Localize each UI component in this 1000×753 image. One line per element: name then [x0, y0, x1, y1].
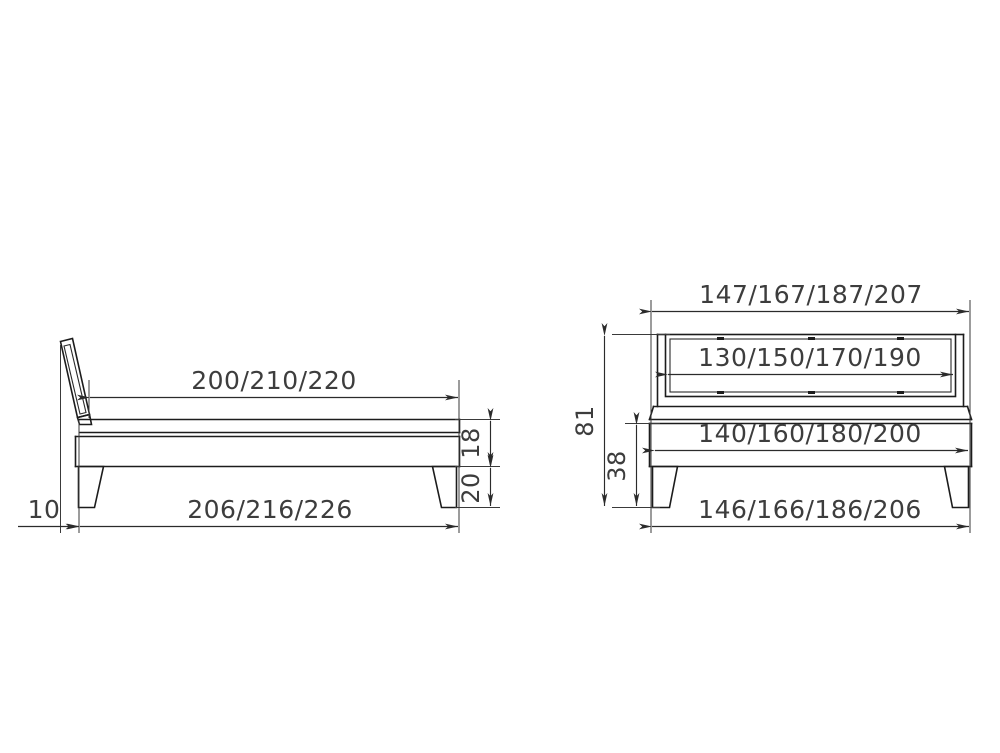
- dim-label-mattress-width: 140/160/180/200: [698, 419, 922, 448]
- front-extension-lines: [612, 300, 971, 533]
- dim-side-overhang: 10: [18, 495, 79, 530]
- front-right-leg: [943, 465, 970, 509]
- front-headboard-panel: [664, 333, 957, 398]
- dim-label-overhang: 10: [28, 495, 61, 524]
- side-elevation-view: 200/210/220 206/216/226 10 18 20: [18, 337, 500, 533]
- dim-label-mattress-length: 200/210/220: [191, 366, 357, 395]
- dim-label-headboard-inner-width: 130/150/170/190: [698, 343, 922, 372]
- front-main-rail: [648, 422, 973, 468]
- dim-front-frame-height: 38: [603, 412, 640, 506]
- dim-front-headboard-inner-width: 130/150/170/190: [655, 343, 953, 378]
- dim-label-frame-height: 18: [457, 427, 485, 459]
- dim-front-headboard-overall-width: 147/167/187/207: [639, 280, 969, 315]
- dim-side-mattress-length: 200/210/220: [77, 366, 458, 401]
- dim-front-total-height: 81: [571, 323, 608, 506]
- dim-side-leg-height: 20: [457, 455, 494, 506]
- side-extension-lines: [60, 345, 500, 533]
- dim-front-mattress-width: 140/160/180/200: [642, 419, 968, 454]
- dim-label-leg-height: 20: [457, 472, 485, 504]
- dim-label-front-overall-width: 146/166/186/206: [698, 495, 922, 524]
- dim-label-total-height: 81: [571, 405, 599, 437]
- dim-side-frame-height: 18: [457, 408, 494, 465]
- dim-label-headboard-overall-width: 147/167/187/207: [699, 280, 923, 309]
- dim-side-overall-length: 206/216/226: [67, 495, 458, 530]
- dim-label-overall-length: 206/216/226: [187, 495, 353, 524]
- front-left-leg: [651, 465, 679, 509]
- front-elevation-view: 147/167/187/207 130/150/170/190 140/160/…: [571, 280, 973, 533]
- dim-label-front-frame-height: 38: [603, 450, 631, 482]
- dim-front-overall-width: 146/166/186/206: [639, 495, 969, 530]
